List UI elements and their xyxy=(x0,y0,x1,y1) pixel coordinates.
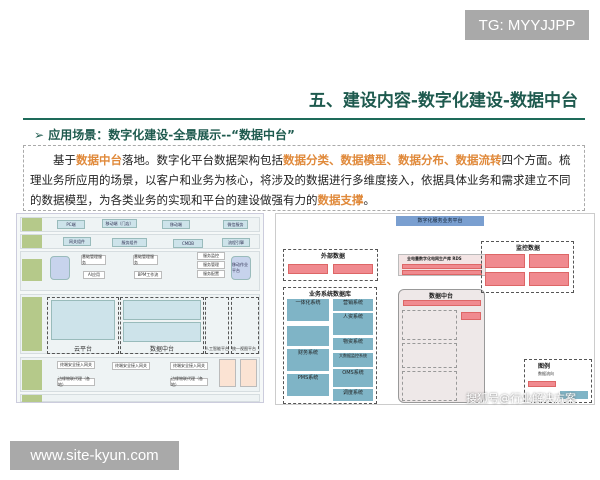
paragraph-text: 四个方面。梳理业务所应用的场景，以客户和业务为核心，将涉及的数据进行多维度接入，… xyxy=(30,153,571,207)
system-box: 营销系统 xyxy=(333,299,373,311)
unified-caption: 统一视图平台 xyxy=(232,346,256,351)
box: 网关组件 xyxy=(63,237,91,246)
box xyxy=(50,256,70,280)
paragraph-text: 基于 xyxy=(53,153,76,167)
box: AI应用 xyxy=(83,271,105,279)
box: 服务管理 xyxy=(197,261,225,269)
box xyxy=(123,322,201,342)
box: 服务组件 xyxy=(112,238,147,247)
data-center-box: 数据中台 xyxy=(398,289,485,403)
data-center-title: 数据中台 xyxy=(429,293,454,300)
architecture-diagram: PC端 移动端（门店） 移动端 微信服务 网关组件 服务组件 CMDB 流程引擎… xyxy=(16,213,264,403)
data-flow-diagram: 数字化服务业务平台 全电量数字化电网生产库 RDS 外部数据 业务系统数据库 一… xyxy=(275,213,595,405)
legend xyxy=(524,359,592,403)
box: 终端安全接入网关 xyxy=(170,362,208,370)
box: CMDB xyxy=(173,239,203,248)
box: 基础管理服务 xyxy=(81,254,106,265)
box: 基础管理服务 xyxy=(133,254,158,265)
slide-title: 五、建设内容-数字化建设-数据中台 xyxy=(308,91,578,111)
watermark-sohu: 搜狐号@行业解决方案 xyxy=(466,392,576,405)
layer-label xyxy=(22,395,42,402)
ai-caption: 人工智能平台 xyxy=(205,346,229,351)
slide-subtitle: ➢ 应用场景：数字化建设-全景展示--“数据中台” xyxy=(34,128,295,142)
external-title: 外部数据 xyxy=(321,253,346,260)
legend-title: 图例 xyxy=(538,363,551,370)
system-box: 大数据监控系统 xyxy=(333,353,373,367)
row-device xyxy=(20,394,260,402)
box: 服务监控 xyxy=(197,252,225,260)
box: 终端安全接入网关 xyxy=(112,362,150,370)
watermark-bottom: www.site-kyun.com xyxy=(10,441,179,470)
box xyxy=(240,359,257,387)
business-group xyxy=(283,287,377,404)
box xyxy=(123,300,201,320)
highlight-text: 数据中台 xyxy=(76,153,122,167)
box: 移动作业平台 xyxy=(231,256,251,280)
watermark-top: TG: MYYJJPP xyxy=(465,10,589,40)
cloud-caption: 云平台 xyxy=(74,346,93,353)
business-title: 业务系统数据库 xyxy=(309,291,352,298)
box: PC端 xyxy=(57,220,85,229)
box: 服务配置 xyxy=(197,270,225,278)
layer-label xyxy=(22,259,42,281)
box: 终端安全接入网关 xyxy=(57,361,95,369)
data-group xyxy=(120,297,204,354)
layer-label xyxy=(22,297,42,351)
box: 边缘物联代理（各地） xyxy=(57,376,95,387)
paragraph-text: 落地。数字化平台数据架构包括 xyxy=(122,153,283,167)
box: 移动端 xyxy=(162,220,190,229)
cloud-group xyxy=(47,297,119,354)
layer-label xyxy=(22,235,42,248)
data-caption: 数据中台 xyxy=(150,346,175,353)
external-group xyxy=(283,249,378,281)
paragraph-text: 。 xyxy=(363,193,376,207)
system-box: 一体化系统 xyxy=(287,299,329,321)
layer-label xyxy=(22,218,42,231)
box: 微信服务 xyxy=(223,220,248,229)
system-box: OMS系统 xyxy=(333,369,373,387)
box: 移动端（门店） xyxy=(102,219,137,228)
box xyxy=(51,300,115,340)
legend-item: 数据流向 xyxy=(538,371,554,376)
system-box: 物资系统 xyxy=(333,338,373,350)
highlight-text: 数据支撑 xyxy=(317,193,364,207)
box: BPM工作流 xyxy=(134,271,162,279)
monitor-group xyxy=(481,241,574,293)
layer-label xyxy=(22,360,42,390)
ai-group xyxy=(205,297,229,354)
system-box xyxy=(287,326,329,346)
system-box: PMS系统 xyxy=(287,374,329,396)
system-box: 财务系统 xyxy=(287,349,329,371)
system-box: 调度系统 xyxy=(333,389,373,401)
highlight-text: 数据分类、数据模型、数据分布、数据流转 xyxy=(283,153,502,167)
box: 边缘物联代理（各地） xyxy=(170,376,208,387)
box: 流程引擎 xyxy=(222,238,250,247)
hub-box: 全电量数字化电网生产库 RDS xyxy=(398,254,486,276)
system-box: 人资系统 xyxy=(333,313,373,335)
hub-label: 全电量数字化电网生产库 RDS xyxy=(407,256,462,261)
box xyxy=(219,359,236,387)
monitor-title: 监控数据 xyxy=(516,245,541,252)
unified-group xyxy=(231,297,259,354)
top-platform: 数字化服务业务平台 xyxy=(396,216,484,226)
description-paragraph: 基于数据中台落地。数字化平台数据架构包括数据分类、数据模型、数据分布、数据流转四… xyxy=(23,145,585,211)
title-divider xyxy=(23,118,585,120)
